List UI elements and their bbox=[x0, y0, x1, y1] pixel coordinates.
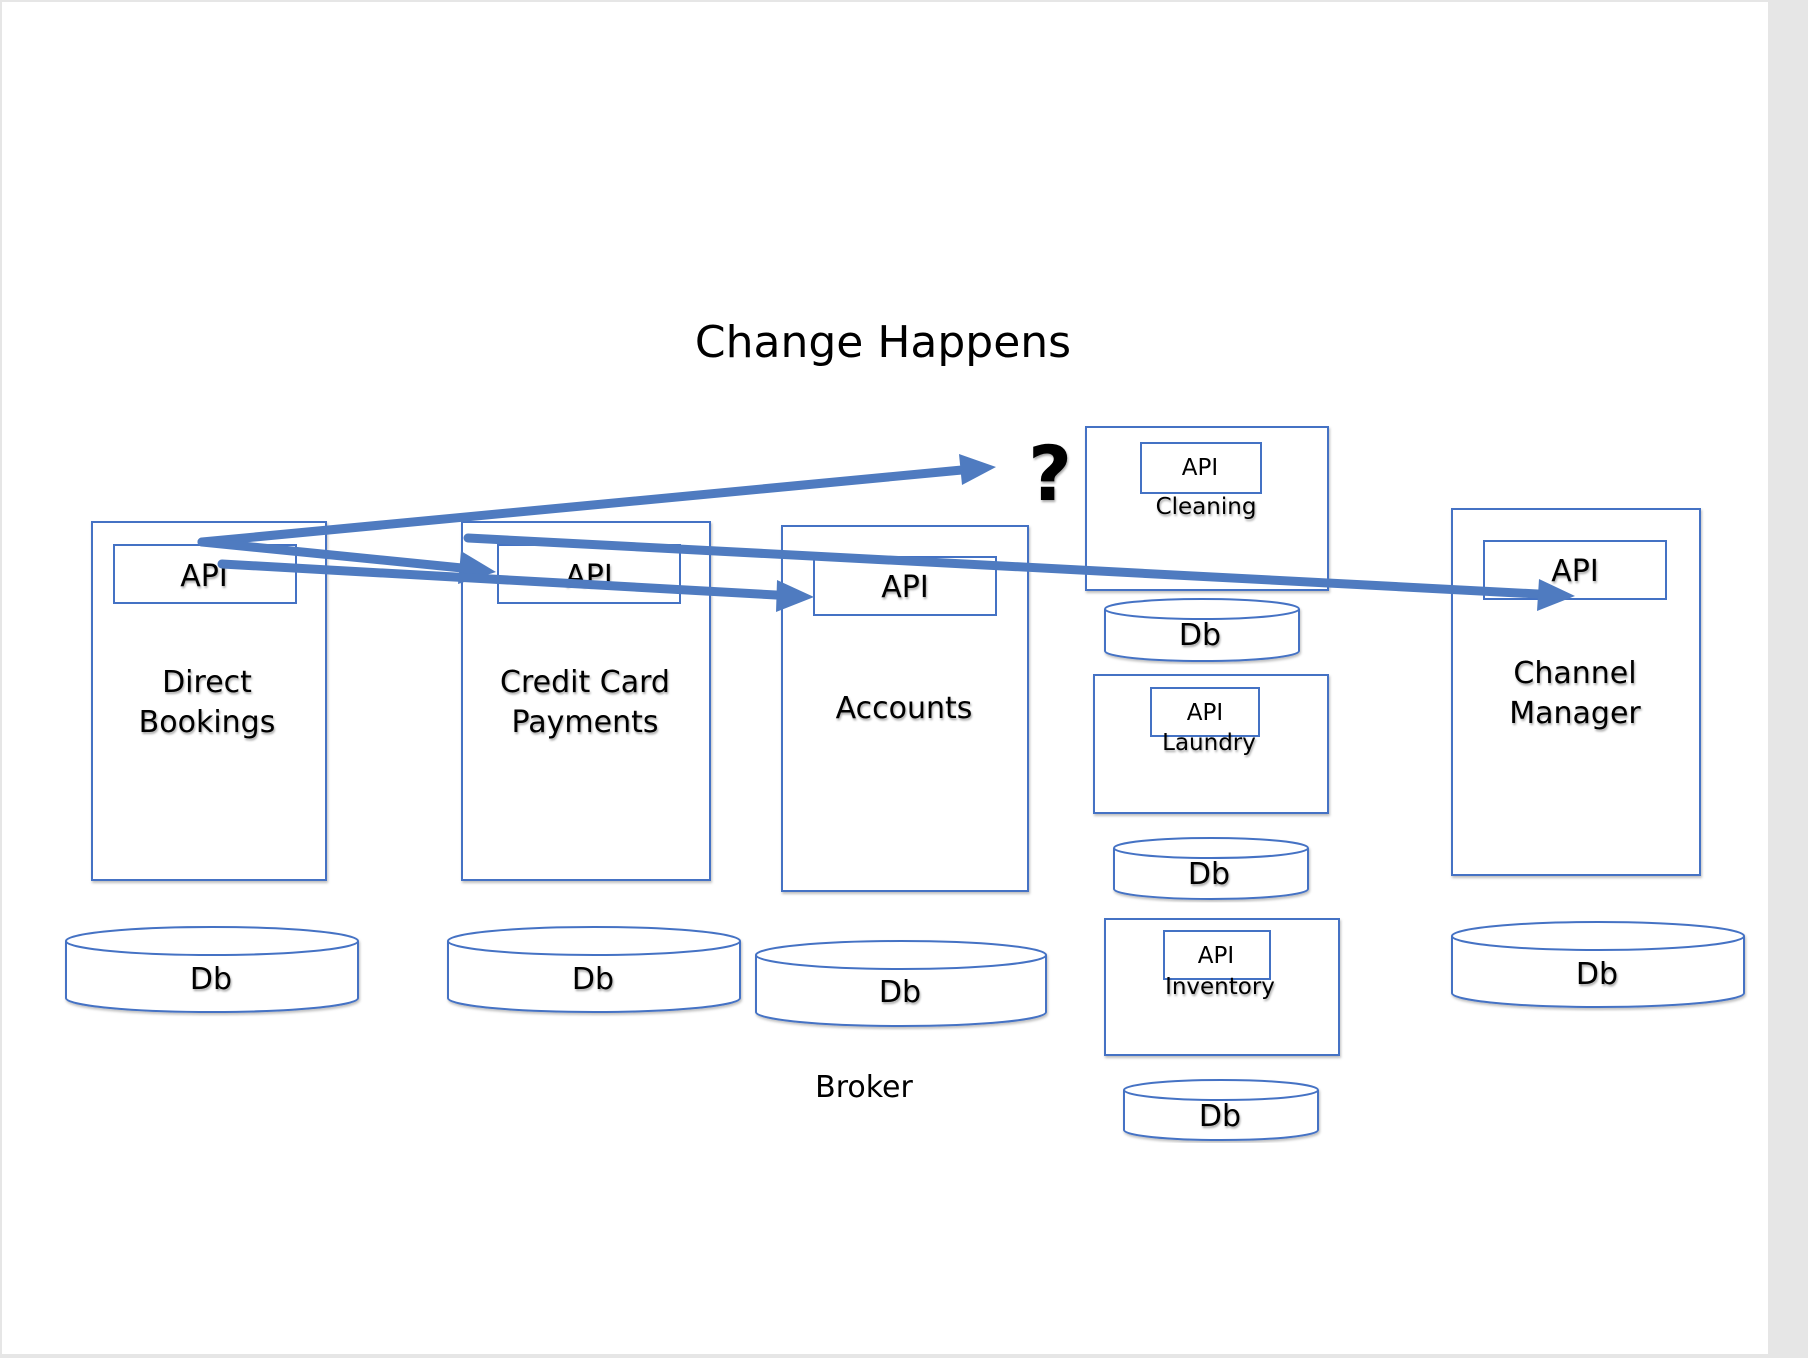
api-label: API bbox=[881, 570, 928, 605]
service-inventory: API Inventory Db bbox=[1104, 918, 1340, 1141]
question-mark: ? bbox=[1028, 429, 1072, 518]
arrow-direct-bookings-to-accounts bbox=[217, 559, 814, 612]
api-box bbox=[497, 544, 681, 604]
database-cylinder bbox=[1113, 837, 1309, 900]
diagram-title: Change Happens bbox=[695, 317, 1071, 368]
service-name-line1: Laundry bbox=[1162, 730, 1256, 756]
api-label: API bbox=[1198, 943, 1234, 969]
service-direct-bookings: API Direct Bookings Db bbox=[65, 521, 359, 1013]
api-box bbox=[1163, 930, 1271, 980]
service-name-line2: Manager bbox=[1509, 696, 1641, 731]
database-cylinder bbox=[447, 926, 741, 1013]
api-label: API bbox=[1182, 455, 1218, 481]
service-name-line1: Accounts bbox=[836, 691, 973, 726]
api-box bbox=[1150, 687, 1260, 737]
database-cylinder bbox=[755, 940, 1047, 1027]
db-label: Db bbox=[572, 962, 614, 997]
arrow-direct-bookings-to-question bbox=[197, 454, 996, 547]
db-label: Db bbox=[879, 975, 921, 1010]
db-label: Db bbox=[1179, 618, 1221, 653]
service-name-line1: Inventory bbox=[1165, 974, 1275, 1000]
broker-label: Broker bbox=[815, 1070, 913, 1105]
service-name-line2: Bookings bbox=[139, 705, 276, 740]
service-name-line1: Cleaning bbox=[1156, 494, 1257, 520]
service-channel-manager: API Channel Manager Db bbox=[1451, 508, 1745, 1008]
database-cylinder bbox=[1104, 598, 1300, 662]
service-laundry: API Laundry Db bbox=[1093, 674, 1329, 900]
service-cleaning: API Cleaning Db bbox=[1085, 426, 1329, 662]
db-label: Db bbox=[190, 962, 232, 997]
database-cylinder bbox=[65, 926, 359, 1013]
api-label: API bbox=[1187, 700, 1223, 726]
service-name-line1: Credit Card bbox=[500, 665, 670, 700]
database-cylinder bbox=[1451, 921, 1745, 1008]
service-accounts: API Accounts Db bbox=[755, 525, 1047, 1027]
database-cylinder bbox=[1123, 1079, 1319, 1141]
service-name-line2: Payments bbox=[512, 705, 659, 740]
db-label: Db bbox=[1199, 1099, 1241, 1134]
db-label: Db bbox=[1576, 957, 1618, 992]
service-name-line1: Channel bbox=[1513, 656, 1636, 691]
service-credit-card-payments: API Credit Card Payments Db bbox=[447, 521, 741, 1013]
api-box bbox=[1140, 442, 1262, 494]
db-label: Db bbox=[1188, 857, 1230, 892]
arrow-credit-card-payments-to-channel-manager bbox=[463, 533, 1575, 611]
service-name-line1: Direct bbox=[162, 665, 252, 700]
api-label: API bbox=[1551, 554, 1598, 589]
